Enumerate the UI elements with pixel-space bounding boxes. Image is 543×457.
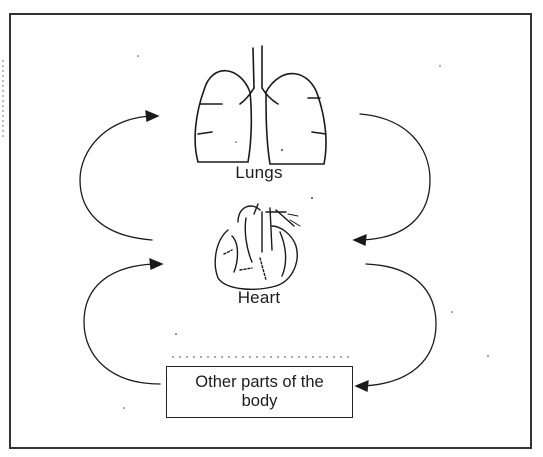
heart-drawing — [215, 204, 300, 289]
lungs-label: Lungs — [222, 163, 296, 183]
heart-label: Heart — [228, 288, 290, 308]
arrowhead-lungs-in — [146, 111, 158, 121]
arrow-lungs-to-heart — [360, 114, 430, 240]
body-parts-box: Other parts of the body — [166, 366, 353, 418]
arrow-body-to-heart — [84, 264, 160, 384]
vessels — [232, 204, 294, 276]
arrowhead-body-in — [356, 381, 368, 391]
heart-outline — [215, 226, 297, 289]
circulation-arrows — [80, 111, 436, 391]
scan-specks — [123, 55, 489, 409]
trachea — [253, 46, 262, 88]
arrowhead-heart-in — [354, 235, 366, 245]
lungs-drawing — [195, 46, 326, 164]
arrowhead-heart-in-lower — [150, 259, 162, 269]
right-lung — [266, 74, 326, 164]
arrow-heart-to-body — [362, 264, 436, 386]
body-parts-label: Other parts of the body — [190, 373, 330, 411]
arrow-heart-to-lungs — [80, 116, 152, 240]
left-lung — [195, 71, 251, 162]
bronchi — [240, 88, 278, 104]
